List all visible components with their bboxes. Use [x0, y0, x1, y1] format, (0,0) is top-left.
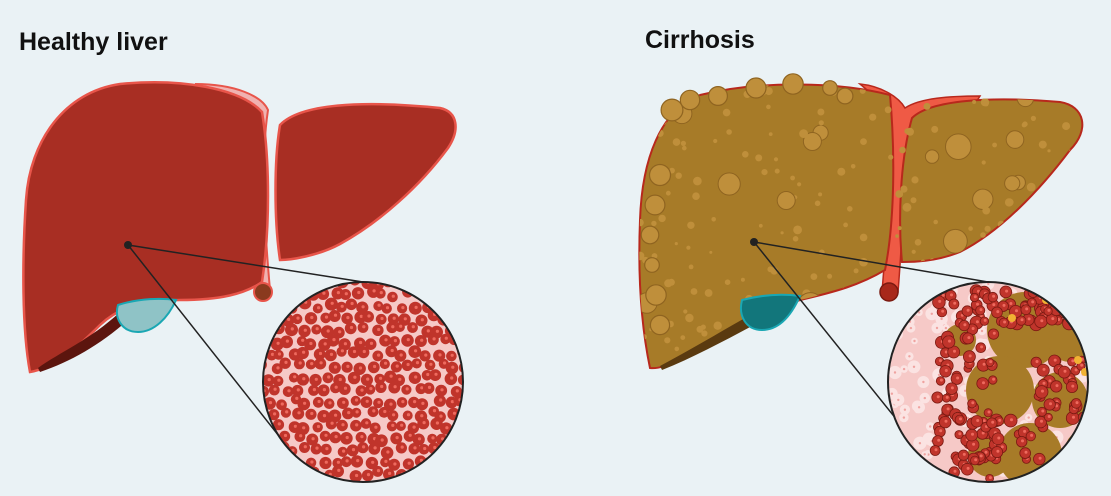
cirrhotic-gallbladder	[740, 293, 802, 332]
healthy-left-lobe	[274, 102, 457, 262]
cirrhotic-liver	[638, 73, 1089, 483]
healthy-round-ligament-end	[253, 282, 273, 302]
cirrhotic-round-ligament-end	[879, 282, 899, 302]
cirrhotic-tissue-magnified	[887, 281, 1089, 483]
healthy-gallbladder	[116, 297, 178, 334]
cirrhotic-pointer-line-top	[753, 241, 989, 283]
cirrhotic-pointer-line-bottom	[753, 241, 906, 431]
healthy-tissue-magnified	[262, 281, 464, 483]
healthy-pointer-line-top	[127, 244, 364, 283]
healthy-pointer-line-bottom	[127, 244, 291, 451]
cirrhotic-left-lobe	[899, 98, 1084, 264]
healthy-liver	[22, 81, 464, 483]
healthy-hepatocytes	[263, 282, 463, 482]
cirrhotic-edge-nodules	[640, 73, 854, 336]
healthy-liver-title: Healthy liver	[19, 28, 168, 56]
cirrhosis-title: Cirrhosis	[645, 26, 755, 54]
cirrhotic-liver-underside	[660, 318, 752, 370]
healthy-liver-underside	[38, 312, 128, 372]
